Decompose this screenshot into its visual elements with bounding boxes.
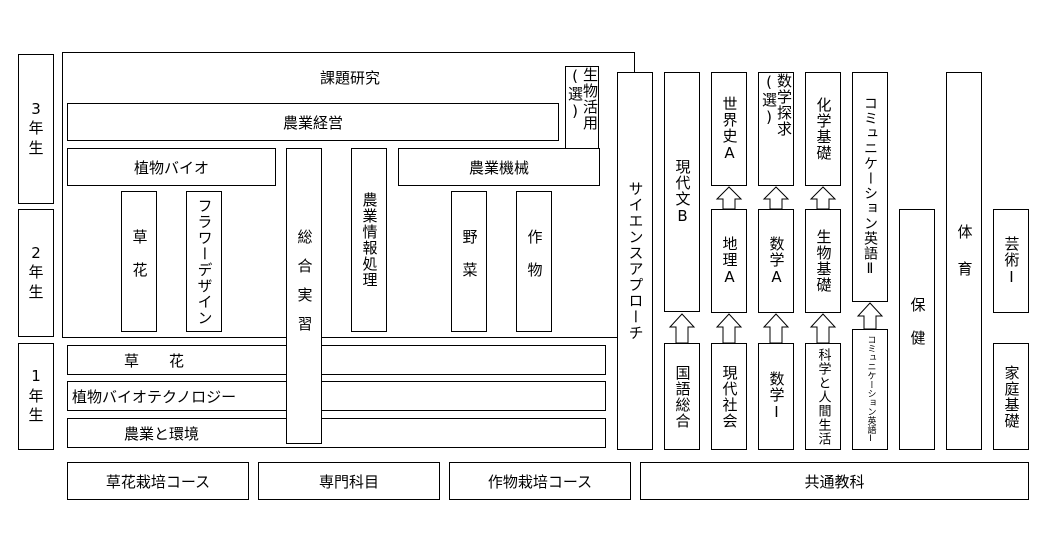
kusabana-1: 草 花 [67, 345, 606, 375]
gendai-shakai: 現代社会 [711, 343, 747, 450]
arrow-up-eigo [856, 302, 884, 330]
yasai: 野菜 [451, 191, 487, 332]
shokubutsu-bio-technology: 植物バイオテクノロジー [67, 381, 606, 411]
arrow-up-shakai-2 [715, 186, 743, 210]
hoken: 保健 [899, 209, 935, 450]
sekaishi-a: 世界史A [711, 72, 747, 186]
kusabana-course-label: 草花栽培コース [67, 462, 249, 500]
taiiku: 体育 [946, 72, 982, 450]
kadai-kenkyu-label: 課題研究 [319, 68, 380, 87]
hoken-text: 保健 [908, 296, 927, 363]
gendaibun-b: 現代文B [664, 72, 700, 312]
arrow-up-suugaku-2 [762, 186, 790, 210]
souka-2: 草花 [121, 191, 157, 332]
grade-3-label: 3 年 生 [18, 54, 54, 204]
suugaku-1: 数学Ⅰ [758, 343, 794, 450]
geijutsu-1: 芸術Ⅰ [993, 209, 1029, 313]
chiri-a: 地理A [711, 209, 747, 313]
nougyou-keiei: 農業経営 [67, 103, 559, 141]
seibutsu-kiso: 生物基礎 [805, 209, 841, 313]
sougou-jisshu-overlay: 総合実習 [286, 148, 322, 444]
suugaku-tankyuu: 数学探求(選) [758, 72, 794, 186]
arrow-up-rika-2 [809, 186, 837, 210]
nougyou-jouhou-shori: 農業情報処理 [351, 148, 387, 332]
flower-design: フラワーデザイン [186, 191, 222, 332]
sakumotsu: 作物 [516, 191, 552, 332]
suugaku-a: 数学A [758, 209, 794, 313]
sakumotsu-text: 作物 [525, 228, 544, 295]
kokugo-sougou: 国語総合 [664, 343, 700, 450]
grade-2-label: 2 年 生 [18, 209, 54, 337]
sougou-jisshu-overlay-text: 総合実習 [295, 229, 314, 345]
shokubutsu-bio: 植物バイオ [67, 148, 276, 186]
grade-1-label: 1 年 生 [18, 343, 54, 450]
senmon-kamoku-label: 専門科目 [258, 462, 440, 500]
nougyou-kikai: 農業機械 [398, 148, 600, 186]
arrow-up-rika-1 [809, 313, 837, 344]
katei-kiso: 家庭基礎 [993, 343, 1029, 450]
sakumotsu-course-label: 作物栽培コース [449, 462, 631, 500]
arrow-up-kokugo [668, 313, 696, 344]
comm-eigo-1: コミュニケーション英語Ⅰ [852, 329, 888, 450]
kyoutsuu-kyouka-label: 共通教科 [640, 462, 1029, 500]
arrow-up-shakai-1 [715, 313, 743, 344]
taiiku-text: 体育 [955, 224, 974, 298]
comm-eigo-2: コミュニケーション英語Ⅱ [852, 72, 888, 302]
science-approach: サイエンスアプローチ [617, 72, 653, 450]
souka-2-text: 草花 [130, 228, 149, 295]
yasai-text: 野菜 [460, 228, 479, 295]
arrow-up-suugaku-1 [762, 313, 790, 344]
nougyou-to-kankyou: 農業と環境 [67, 418, 606, 448]
kagaku-kiso: 化学基礎 [805, 72, 841, 186]
